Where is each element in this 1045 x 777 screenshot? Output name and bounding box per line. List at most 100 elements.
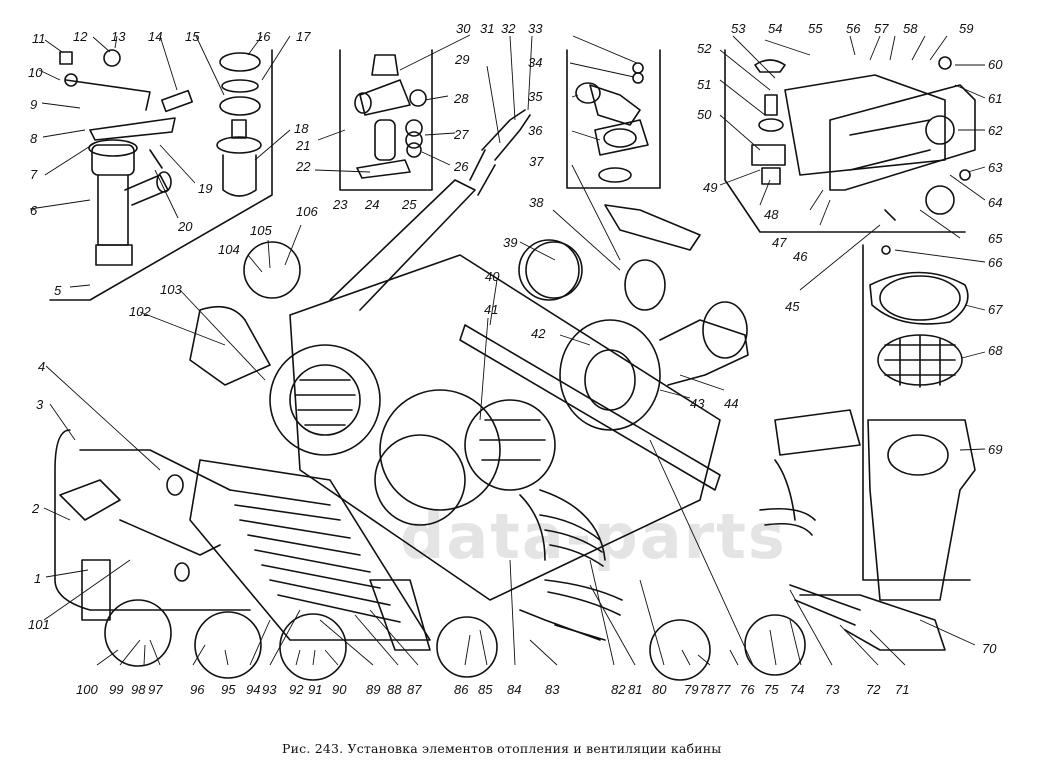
part-label-80: 80	[652, 682, 667, 697]
part-label-76: 76	[740, 682, 755, 697]
fan-motor	[525, 241, 749, 431]
part-label-10: 10	[28, 65, 43, 80]
part-label-74: 74	[790, 682, 805, 697]
flange-group	[575, 62, 701, 251]
part-label-30: 30	[456, 21, 471, 36]
control-panel-group	[751, 56, 976, 221]
part-label-100: 100	[76, 682, 98, 697]
part-label-34: 34	[528, 55, 543, 70]
damper-valve	[799, 594, 946, 651]
part-label-86: 86	[454, 682, 469, 697]
part-label-67: 67	[988, 302, 1003, 317]
part-label-15: 15	[185, 29, 200, 44]
part-label-78: 78	[700, 682, 715, 697]
part-label-19: 19	[198, 181, 213, 196]
part-label-12: 12	[73, 29, 88, 44]
part-label-81: 81	[628, 682, 643, 697]
part-label-27: 27	[454, 127, 469, 142]
part-label-93: 93	[262, 682, 277, 697]
part-label-17: 17	[296, 29, 311, 44]
part-label-43: 43	[690, 396, 705, 411]
fittings-group	[354, 54, 427, 179]
part-label-55: 55	[808, 21, 823, 36]
part-label-62: 62	[988, 123, 1003, 138]
part-label-102: 102	[129, 304, 151, 319]
part-label-103: 103	[160, 282, 182, 297]
part-label-61: 61	[988, 91, 1003, 106]
part-label-22: 22	[296, 159, 311, 174]
part-label-33: 33	[528, 21, 543, 36]
part-label-101: 101	[28, 617, 50, 632]
part-label-82: 82	[611, 682, 626, 697]
part-label-95: 95	[221, 682, 236, 697]
part-label-96: 96	[190, 682, 205, 697]
part-label-99: 99	[109, 682, 124, 697]
hose	[469, 149, 496, 196]
part-label-46: 46	[793, 249, 808, 264]
heater-piping	[54, 429, 251, 621]
part-label-90: 90	[332, 682, 347, 697]
part-label-59: 59	[959, 21, 974, 36]
part-label-47: 47	[772, 235, 787, 250]
frame-fittings	[339, 49, 433, 191]
part-label-83: 83	[545, 682, 560, 697]
part-label-42: 42	[531, 326, 546, 341]
part-label-18: 18	[294, 121, 309, 136]
part-label-4: 4	[38, 359, 46, 374]
part-label-84: 84	[507, 682, 522, 697]
part-label-98: 98	[131, 682, 146, 697]
part-label-44: 44	[724, 396, 739, 411]
part-label-85: 85	[478, 682, 493, 697]
part-label-51: 51	[697, 77, 712, 92]
part-label-24: 24	[365, 197, 380, 212]
part-label-6: 6	[30, 203, 38, 218]
part-label-9: 9	[30, 97, 38, 112]
part-label-49: 49	[703, 180, 718, 195]
part-label-72: 72	[866, 682, 881, 697]
part-label-88: 88	[387, 682, 402, 697]
part-label-97: 97	[148, 682, 163, 697]
part-label-1: 1	[34, 571, 42, 586]
part-label-7: 7	[30, 167, 38, 182]
watermark: data-parts	[400, 500, 787, 573]
part-label-65: 65	[988, 231, 1003, 246]
frame-switch	[724, 49, 966, 233]
part-label-21: 21	[296, 138, 311, 153]
part-label-35: 35	[528, 89, 543, 104]
part-label-54: 54	[768, 21, 783, 36]
part-label-23: 23	[333, 197, 348, 212]
side-vent	[774, 409, 861, 456]
part-label-75: 75	[764, 682, 779, 697]
part-label-58: 58	[903, 21, 918, 36]
part-label-36: 36	[528, 123, 543, 138]
part-label-73: 73	[825, 682, 840, 697]
part-label-2: 2	[32, 501, 40, 516]
part-label-41: 41	[484, 302, 499, 317]
part-label-29: 29	[455, 52, 470, 67]
part-label-94: 94	[246, 682, 261, 697]
part-label-53: 53	[731, 21, 746, 36]
part-label-60: 60	[988, 57, 1003, 72]
part-label-31: 31	[480, 21, 495, 36]
part-label-77: 77	[716, 682, 731, 697]
part-label-3: 3	[36, 397, 44, 412]
leader-lines	[29, 34, 986, 666]
part-label-91: 91	[308, 682, 323, 697]
part-label-50: 50	[697, 107, 712, 122]
part-label-68: 68	[988, 343, 1003, 358]
part-label-92: 92	[289, 682, 304, 697]
hose-end	[481, 109, 531, 161]
figure-caption: Рис. 243. Установка элементов отопления …	[282, 741, 722, 756]
part-label-70: 70	[982, 641, 997, 656]
part-label-20: 20	[178, 219, 193, 234]
part-label-89: 89	[366, 682, 381, 697]
part-label-45: 45	[785, 299, 800, 314]
heater-housing	[269, 179, 721, 641]
part-label-38: 38	[529, 195, 544, 210]
part-label-106: 106	[296, 204, 318, 219]
part-label-56: 56	[846, 21, 861, 36]
part-label-26: 26	[454, 159, 469, 174]
part-label-48: 48	[764, 207, 779, 222]
detail-circles	[104, 239, 806, 681]
